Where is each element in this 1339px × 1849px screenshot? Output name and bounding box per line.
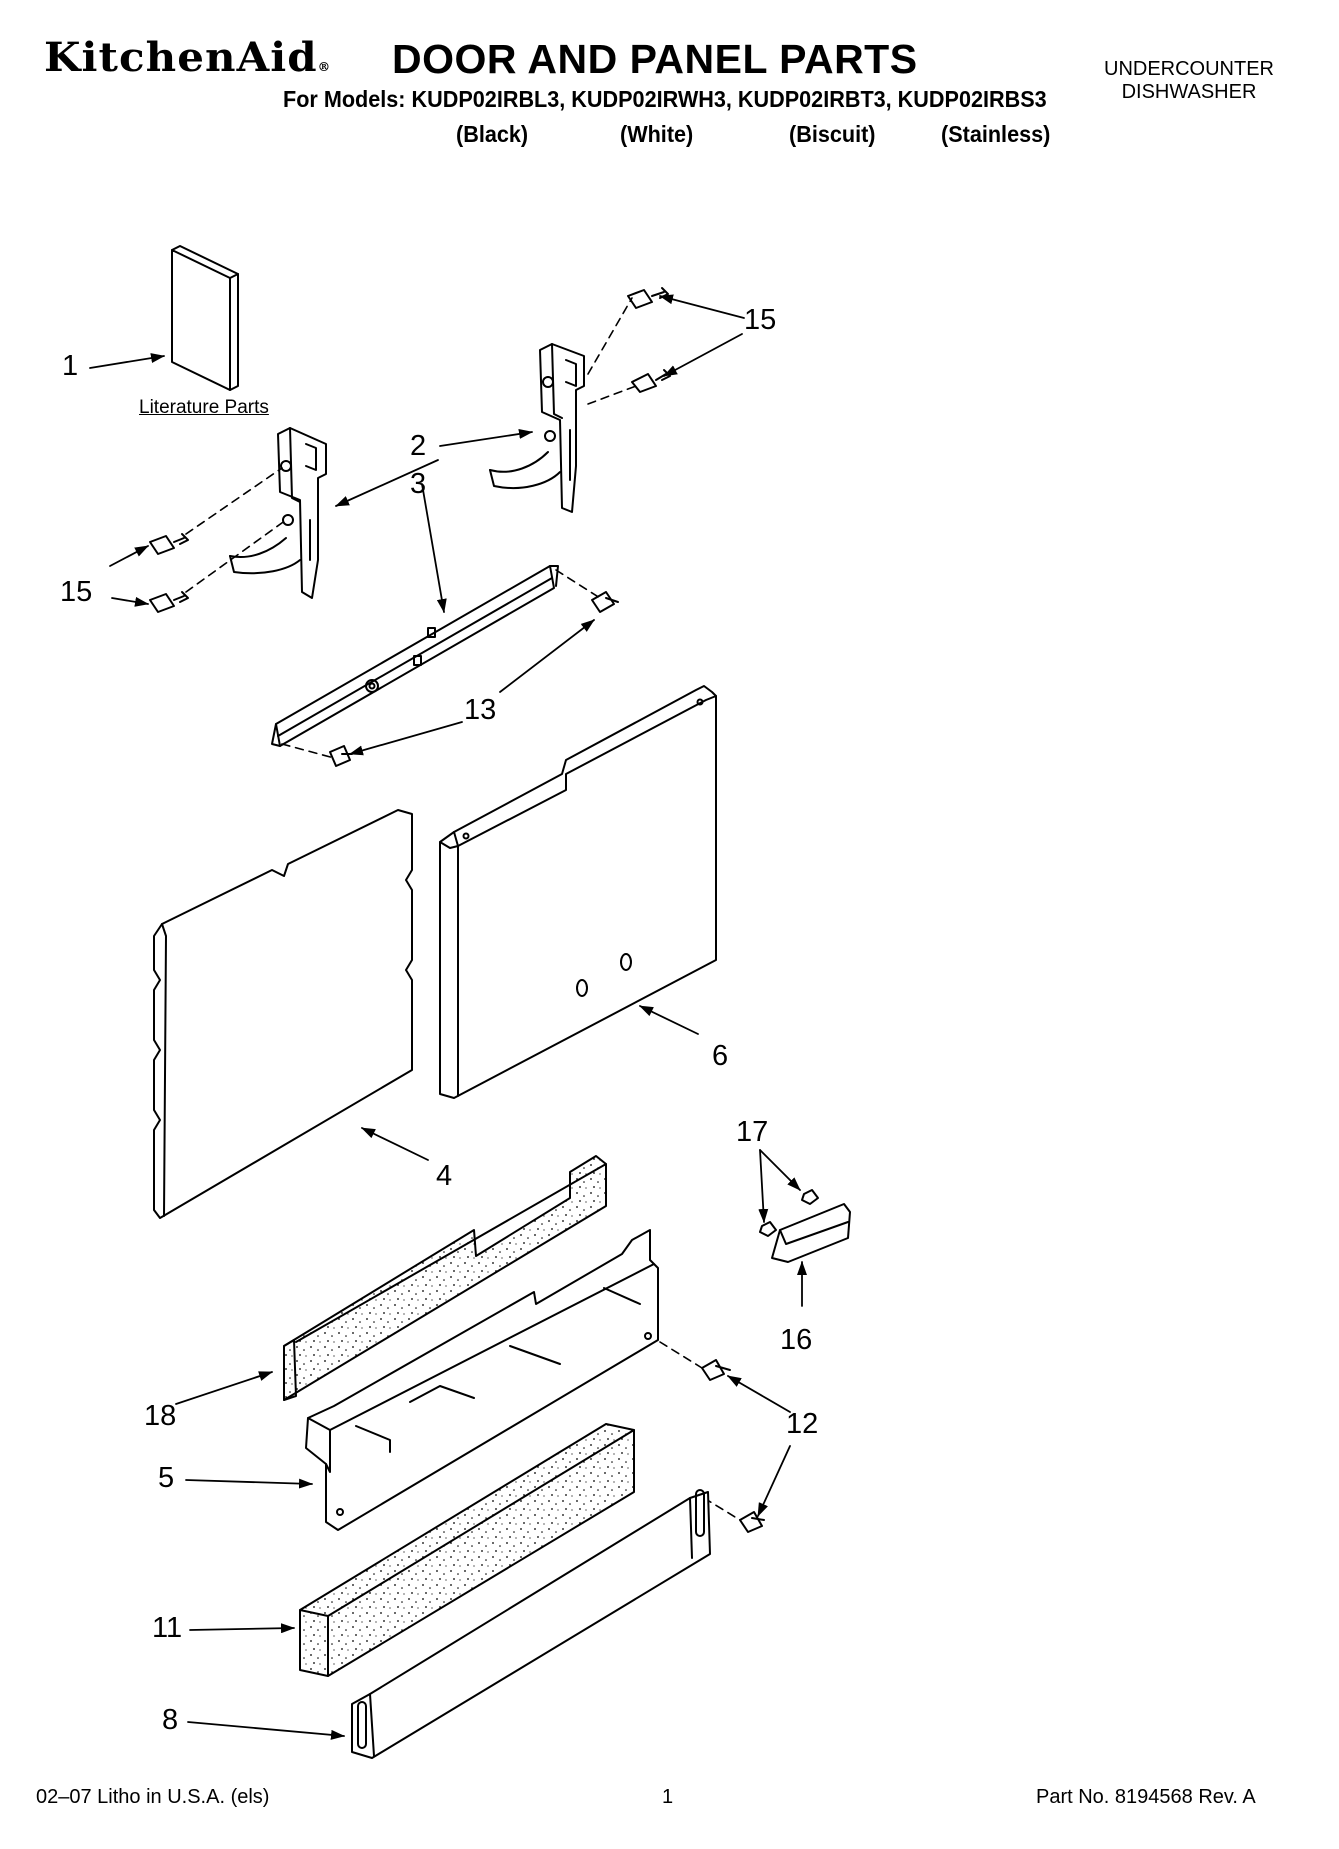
part-number: Part No. 8194568 Rev. A xyxy=(1036,1786,1256,1808)
brand-name: KitchenAid xyxy=(44,34,318,81)
callout-15-left: 15 xyxy=(60,576,93,608)
support-channel xyxy=(271,565,559,747)
callout-12: 12 xyxy=(786,1408,819,1440)
callout-leaders xyxy=(89,294,807,1740)
callout-17: 17 xyxy=(736,1116,769,1148)
nut-17-right xyxy=(801,1189,819,1205)
screw-15-lower-left xyxy=(149,591,189,613)
literature-booklet xyxy=(171,245,239,391)
screw-12-lower xyxy=(739,1511,765,1533)
door-panel xyxy=(153,809,413,1219)
door-handle xyxy=(771,1203,851,1263)
screw-12-leaders xyxy=(659,1341,741,1521)
page-number: 1 xyxy=(662,1786,674,1808)
variant-stainless: (Stainless) xyxy=(941,121,1051,147)
foam-strip-upper xyxy=(283,1155,607,1401)
callout-13: 13 xyxy=(464,694,497,726)
callout-5: 5 xyxy=(158,1462,175,1494)
page-title: DOOR AND PANEL PARTS xyxy=(392,36,918,82)
foam-block-lower xyxy=(299,1423,635,1677)
toe-bracket xyxy=(305,1229,659,1531)
callout-16: 16 xyxy=(780,1324,813,1356)
screw-13-left xyxy=(329,745,353,767)
appliance-line-2: DISHWASHER xyxy=(1121,81,1257,103)
callout-15-right: 15 xyxy=(744,304,777,336)
outer-door-panel xyxy=(439,685,717,1099)
screw-15-upper-right xyxy=(627,287,669,309)
callout-2: 2 xyxy=(410,430,427,462)
variant-biscuit: (Biscuit) xyxy=(789,121,876,147)
callout-8: 8 xyxy=(162,1704,179,1736)
callout-18: 18 xyxy=(144,1400,177,1432)
screw-13-leaders xyxy=(281,569,601,759)
appliance-type: UNDERCOUNTER DISHWASHER xyxy=(1104,58,1274,104)
variant-black: (Black) xyxy=(456,121,529,147)
appliance-line-1: UNDERCOUNTER xyxy=(1104,58,1274,80)
callout-11: 11 xyxy=(152,1612,183,1644)
variant-white: (White) xyxy=(620,121,694,147)
callout-4: 4 xyxy=(436,1160,453,1192)
brand-logo: KitchenAid® xyxy=(44,34,331,81)
screw-12-upper xyxy=(701,1359,731,1381)
screw-dashed-leaders xyxy=(185,297,637,593)
hinge-bracket-left xyxy=(229,427,327,599)
registered-mark: ® xyxy=(317,60,332,74)
nut-17-left xyxy=(759,1221,777,1237)
hinge-bracket-right xyxy=(489,343,585,513)
print-info: 02–07 Litho in U.S.A. (els) xyxy=(36,1786,270,1808)
callout-6: 6 xyxy=(712,1040,729,1072)
callout-3: 3 xyxy=(410,468,427,500)
screw-15-upper-left xyxy=(149,533,189,555)
callout-1: 1 xyxy=(62,350,79,382)
screw-15-lower-right xyxy=(631,369,671,393)
model-list: For Models: KUDP02IRBL3, KUDP02IRWH3, KU… xyxy=(283,86,1047,112)
literature-parts-label: Literature Parts xyxy=(139,397,269,418)
toe-panel xyxy=(351,1489,711,1759)
